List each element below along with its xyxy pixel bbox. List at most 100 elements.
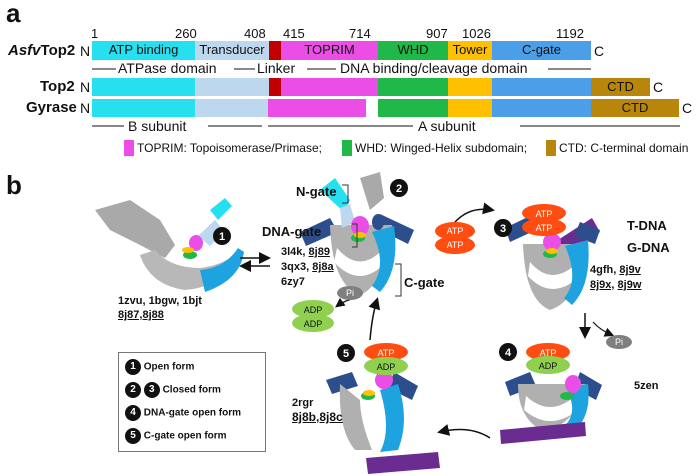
- atp-label: ATP: [540, 348, 557, 358]
- state-number-badge: 2: [125, 382, 141, 398]
- legend-swatch-ctd: [546, 140, 556, 156]
- pdb-ids-state-3: 8j9x, 8j9w: [590, 279, 641, 292]
- legend-closed-form: 2 3 Closed form: [125, 382, 221, 398]
- segment-whd: [378, 99, 448, 117]
- c-terminus: C: [653, 79, 664, 95]
- row-label-gyrase: Gyrase: [26, 99, 77, 116]
- legend-open-form: 1 Open form: [125, 359, 194, 375]
- pdb-ids-state-5-new: 8j8b,8j8c: [292, 410, 343, 424]
- state-number: 4: [505, 347, 512, 359]
- pdb-ids-state-1: 1zvu, 1bgw, 1bjt: [118, 295, 202, 307]
- state-number-badge: 4: [125, 405, 141, 421]
- atp-label: ATP: [536, 223, 553, 233]
- pdb-id: 6zy7: [281, 276, 305, 288]
- pi-label: Pi: [615, 337, 623, 347]
- segment-toprim: TOPRIM: [281, 41, 378, 60]
- n-terminus: N: [80, 79, 91, 95]
- legend-swatch-whd: [342, 140, 352, 156]
- state-4-structure: [500, 351, 602, 444]
- position-number: 1192: [556, 26, 584, 41]
- n-terminus: N: [80, 43, 91, 59]
- row-label-rest: Top2: [40, 42, 76, 59]
- adp-label: ADP: [304, 305, 323, 315]
- segment-c-gate: [492, 99, 591, 117]
- segment-toprim: [281, 78, 378, 96]
- state-number-badge: 5: [125, 428, 141, 444]
- row-label-asfvtop2: AsfvTop2: [8, 43, 75, 58]
- segment-linker: [269, 41, 281, 60]
- pdb-id: 3l4k,: [281, 246, 306, 258]
- state-number: 3: [500, 223, 506, 235]
- state-1-structure: [95, 198, 244, 292]
- state-number-badge: 1: [125, 359, 141, 375]
- segment-transducer: [195, 99, 268, 117]
- legend-swatch-toprim: [124, 140, 134, 156]
- state-number: 2: [396, 183, 402, 195]
- position-number: 415: [283, 26, 305, 41]
- pdb-id: 4gfh,: [590, 264, 617, 276]
- panel-a-letter: a: [6, 0, 21, 28]
- legend-dna-gate-open: 4 DNA-gate open form: [125, 405, 241, 421]
- segment-transducer: Transducer: [195, 41, 269, 60]
- pdb-id: 3qx3,: [281, 261, 310, 273]
- position-number: 1: [91, 26, 99, 41]
- legend-text: Open form: [143, 361, 195, 373]
- label-g-dna: G-DNA: [627, 240, 670, 255]
- segment-tower: Tower: [448, 41, 492, 60]
- domain-brackets: [92, 68, 680, 127]
- adp-label: ADP: [377, 362, 396, 372]
- segment-tower: [448, 99, 492, 117]
- position-number: 260: [175, 26, 197, 41]
- pdb-id-new: 8j9x,: [590, 279, 615, 291]
- pdb-ids-state-2: 3qx3, 8j8a: [281, 261, 334, 274]
- segment-whd: [378, 78, 448, 96]
- domain-label-linker: Linker: [257, 60, 296, 76]
- pdb-ids-state-2: 3l4k, 8j89: [281, 246, 330, 259]
- legend-text-toprim: TOPRIM: Topoisomerase/Primase;: [137, 141, 322, 155]
- row-label-top2: Top2: [40, 78, 75, 95]
- segment-c-gate: C-gate: [492, 41, 591, 60]
- segment-atp-binding: [92, 78, 195, 96]
- pdb-id-new: 8j9v: [619, 264, 641, 276]
- c-terminus: C: [682, 100, 693, 116]
- label-dna-gate: DNA-gate: [262, 224, 322, 239]
- legend-c-gate-open: 5 C-gate open form: [125, 428, 227, 444]
- state-5-structure: [326, 371, 440, 474]
- position-number: 1026: [462, 26, 491, 41]
- domain-label-atpase: ATPase domain: [118, 60, 217, 76]
- legend-text-whd: WHD: Winged-Helix subdomain;: [355, 141, 528, 155]
- adp-label: ADP: [304, 319, 323, 329]
- pdb-id-new: 8j89: [308, 246, 330, 258]
- atp-label: ATP: [536, 209, 553, 219]
- segment-c-gate: [492, 78, 591, 96]
- atp-label: ATP: [447, 240, 464, 250]
- c-terminus: C: [594, 43, 605, 59]
- atp-label: ATP: [378, 348, 395, 358]
- state-number-badge: 3: [143, 382, 160, 398]
- state-number: 5: [343, 348, 349, 360]
- atp-label: ATP: [447, 226, 464, 236]
- segment-atp-binding: ATP binding: [92, 41, 195, 60]
- legend-text: Closed form: [162, 384, 221, 396]
- adp-label: ADP: [539, 361, 558, 371]
- legend-text-ctd: CTD: C-terminal domain: [559, 141, 689, 155]
- panel-b-letter: b: [6, 170, 22, 200]
- segment-transducer: [195, 78, 269, 96]
- position-number: 408: [244, 26, 266, 41]
- subunit-label-b: B subunit: [128, 118, 187, 134]
- label-n-gate: N-gate: [296, 184, 337, 199]
- pi-label: Pi: [346, 288, 354, 298]
- subunit-label-a: A subunit: [418, 118, 476, 134]
- segment-whd: WHD: [378, 41, 448, 60]
- segment-atp-binding: [92, 99, 195, 117]
- legend-text: C-gate open form: [143, 430, 227, 442]
- legend-text: DNA-gate open form: [143, 407, 242, 419]
- state-legend: 1 Open form 2 3 Closed form 4 DNA-gate o…: [118, 352, 266, 452]
- segment-toprim: [268, 99, 366, 117]
- pdb-ids-state-4: 5zen: [634, 380, 659, 392]
- segment-ctd: CTD: [591, 78, 650, 96]
- label-c-gate: C-gate: [404, 275, 445, 290]
- position-number: 714: [349, 26, 371, 41]
- state-number: 1: [219, 231, 225, 243]
